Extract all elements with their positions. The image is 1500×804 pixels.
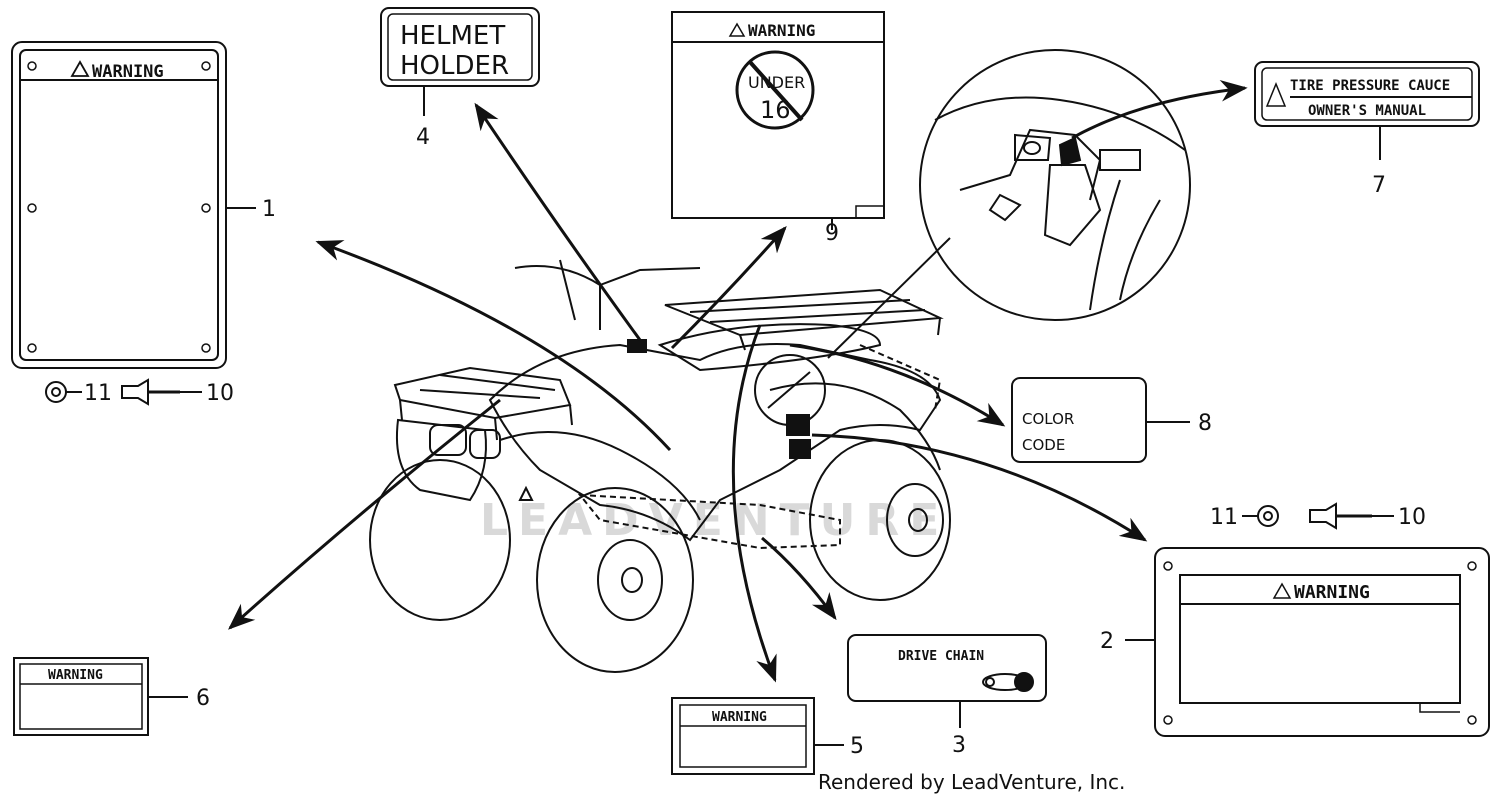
warning-label-1: WARNING 1	[11, 41, 276, 369]
fastener-group-right: 11 10	[1210, 502, 1426, 530]
atv-front-rack	[393, 366, 572, 420]
callout-11-right: 11	[1210, 505, 1238, 530]
atv-seat	[657, 323, 882, 372]
rivet-icon-left	[121, 378, 149, 406]
atv-front-bumper	[396, 418, 487, 502]
chain-icon	[982, 672, 1034, 692]
owners-manual-text: OWNER'S MANUAL	[1308, 103, 1426, 119]
warning-label-2: WARNING 2	[1100, 547, 1490, 737]
leader-arrows	[227, 80, 1248, 683]
arrow-to-label-9	[670, 225, 787, 350]
arrow-to-label-6	[227, 398, 501, 630]
rivet-icon-right	[1309, 502, 1337, 530]
callout-7: 7	[1372, 173, 1386, 198]
arrow-to-label-1	[315, 240, 672, 452]
atv-illustration	[369, 259, 951, 673]
arrow-to-label-8	[789, 343, 1006, 427]
warning-label-5-text: WARNING	[712, 710, 767, 725]
warning-label-6: WARNING 6	[13, 657, 210, 736]
helmet-holder-line2: HOLDER	[400, 51, 509, 81]
drive-chain-text: DRIVE CHAIN	[898, 649, 984, 664]
arrow-to-label-3	[761, 536, 837, 621]
color-code-line2: CODE	[1022, 436, 1065, 454]
callout-3: 3	[952, 733, 966, 758]
callout-4: 4	[416, 125, 430, 150]
atv-rear-left-wheel	[369, 459, 511, 621]
callout-2: 2	[1100, 629, 1114, 654]
atv-body	[488, 343, 942, 542]
warning-label-9-text: WARNING	[748, 21, 815, 40]
callout-10-right: 10	[1398, 505, 1426, 530]
helmet-holder-line1: HELMET	[400, 21, 505, 51]
footer-credit: Rendered by LeadVenture, Inc.	[818, 770, 1125, 794]
callout-5: 5	[850, 734, 864, 759]
callout-6: 6	[196, 686, 210, 711]
arrow-to-label-2	[811, 433, 1148, 542]
callout-8: 8	[1198, 411, 1212, 436]
warning-label-1-text: WARNING	[92, 62, 164, 82]
arrow-to-label-4	[474, 102, 642, 341]
warning-label-6-text: WARNING	[48, 668, 103, 683]
callout-11-left: 11	[84, 381, 112, 406]
arrow-to-label-5	[731, 324, 777, 683]
arrow-to-label-7	[1071, 80, 1248, 140]
no-under-16-icon	[735, 50, 815, 130]
under-16-line2: 16	[760, 96, 791, 124]
warning-label-9: WARNING UNDER 16 9	[671, 11, 885, 246]
helmet-holder-label: HELMET HOLDER 4	[380, 7, 540, 150]
atv-front-left-hub	[597, 539, 663, 621]
warning-label-5: WARNING 5	[671, 697, 864, 775]
warning-label-2-text: WARNING	[1294, 582, 1370, 603]
callout-10-left: 10	[206, 381, 234, 406]
color-code-line1: COLOR	[1022, 410, 1074, 428]
zoom-detail-circle	[919, 49, 1191, 321]
tire-pressure-label: TIRE PRESSURE CAUCE OWNER'S MANUAL 7	[1254, 61, 1480, 198]
drive-chain-label: DRIVE CHAIN 3	[847, 634, 1047, 758]
tire-pressure-text: TIRE PRESSURE CAUCE	[1290, 78, 1450, 94]
under-16-line1: UNDER	[748, 73, 805, 92]
callout-9: 9	[825, 221, 839, 246]
color-code-label: COLOR CODE 8	[1011, 377, 1212, 463]
atv-front-left-wheel	[536, 487, 694, 673]
callout-1: 1	[262, 197, 276, 222]
atv-handlebar	[514, 265, 701, 287]
fastener-group-left: 11 10	[45, 378, 234, 406]
